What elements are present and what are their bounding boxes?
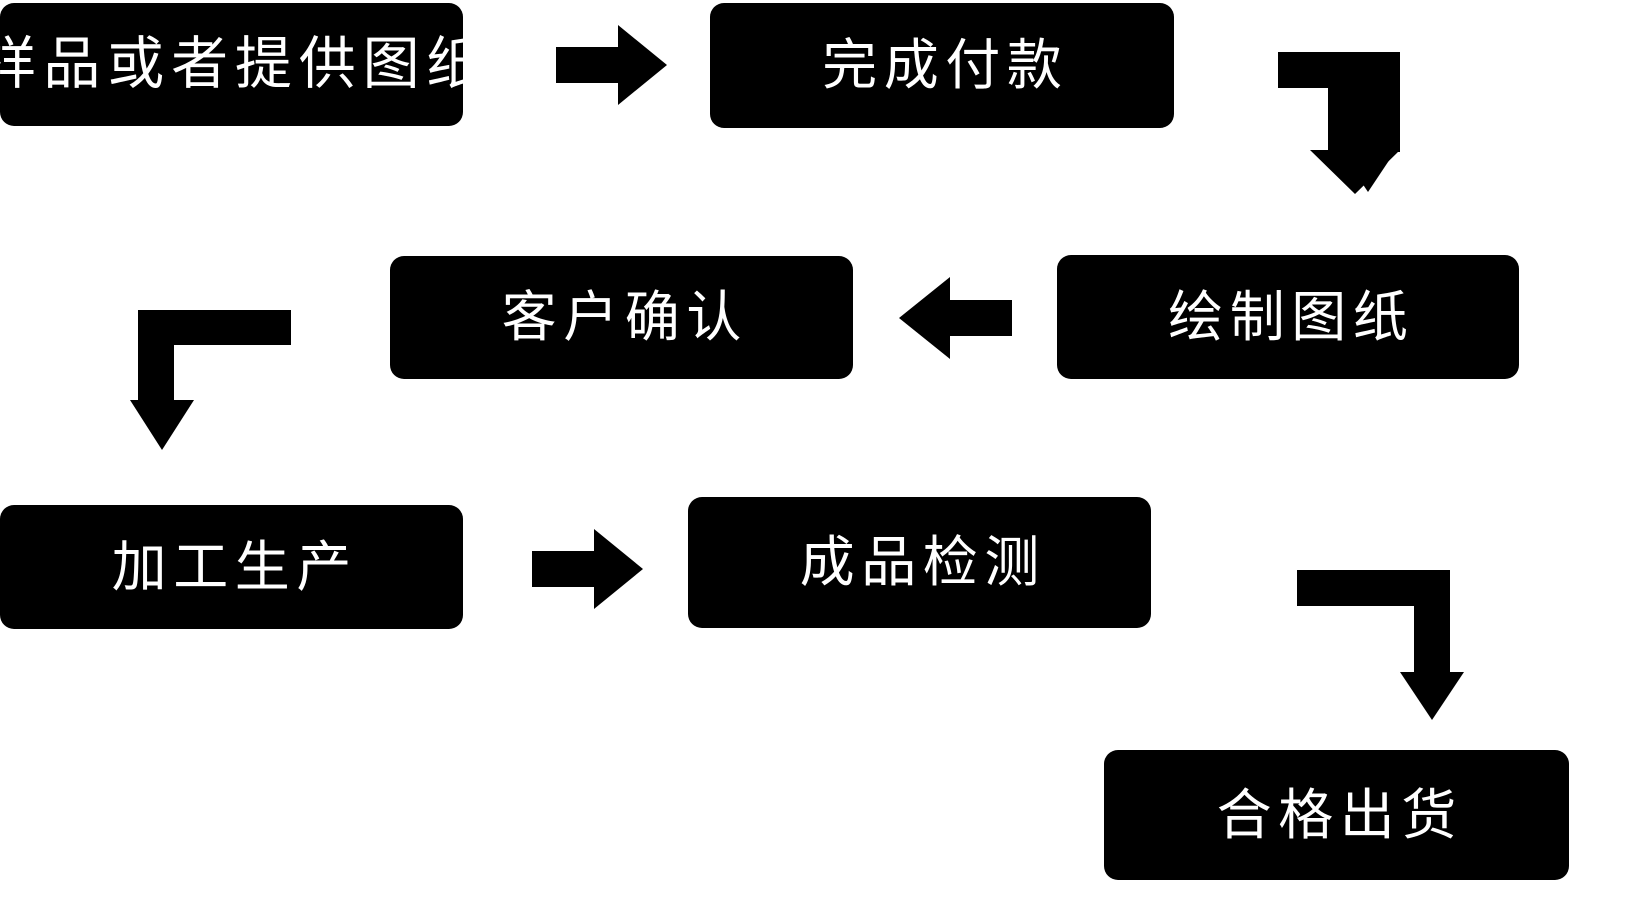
flow-node-shipment[interactable]: 合格出货 (1104, 750, 1569, 880)
flow-node-production-label: 加工生产 (111, 534, 358, 599)
arrow-right-icon (556, 25, 667, 105)
elbow-arrow-right-down-icon (1297, 570, 1464, 720)
elbow-arrow-right-down-icon (1278, 52, 1400, 194)
flow-node-sample-label: 样品或者提供图纸 (0, 31, 491, 97)
flow-node-sample[interactable]: 样品或者提供图纸 (0, 3, 483, 126)
arrow-right-icon (532, 529, 643, 609)
flow-node-customer-confirm[interactable]: 客户确认 (390, 256, 853, 379)
arrow-sample-to-payment (556, 24, 668, 106)
flow-node-inspection[interactable]: 成品检测 (688, 497, 1151, 628)
arrow-payment-to-draw (1272, 44, 1400, 194)
arrow-left-icon (899, 277, 1012, 359)
arrow-production-to-inspection (532, 528, 644, 610)
elbow-arrow-left-down-icon (130, 310, 291, 450)
flow-node-payment[interactable]: 完成付款 (710, 3, 1174, 128)
flow-node-production[interactable]: 加工生产 (0, 505, 463, 629)
flow-node-draw-blueprint[interactable]: 绘制图纸 (1057, 255, 1519, 379)
arrow-confirm-to-production (130, 296, 300, 452)
flow-node-payment-label: 完成付款 (822, 33, 1069, 97)
flow-node-shipment-label: 合格出货 (1216, 782, 1463, 847)
flow-node-customer-confirm-label: 客户确认 (501, 285, 748, 349)
flow-node-draw-blueprint-label: 绘制图纸 (1168, 284, 1415, 349)
arrow-draw-to-confirm (898, 276, 1012, 360)
flow-node-inspection-label: 成品检测 (799, 530, 1046, 594)
arrow-inspection-to-shipment (1290, 540, 1464, 720)
